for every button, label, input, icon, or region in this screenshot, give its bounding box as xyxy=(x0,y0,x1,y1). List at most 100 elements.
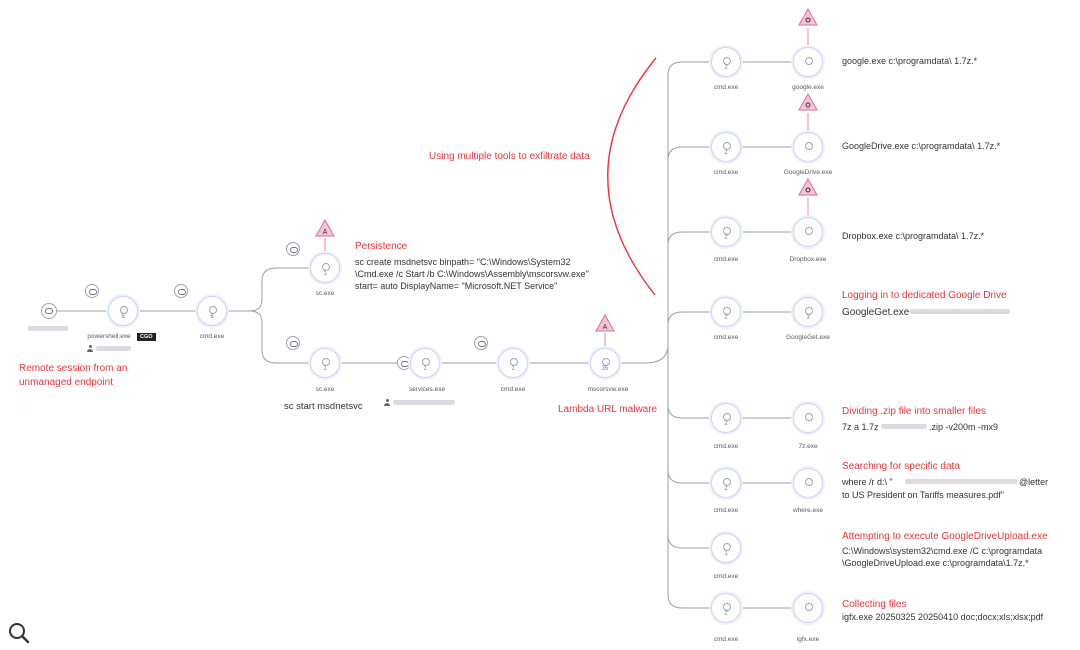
annotation-collect-command: igfx.exe 20250325 20250410 doc;docx;xls;… xyxy=(842,612,1044,622)
annotation-google-command: google.exe c:\programdata\ 1.7z.* xyxy=(842,56,978,66)
process-icon xyxy=(723,543,731,551)
node-label-googledrive: GoogleDrive.exe xyxy=(783,169,833,176)
edge-cmd-sc1 xyxy=(212,267,325,312)
process-icon xyxy=(723,57,731,65)
process-icon xyxy=(805,603,813,611)
process-icon xyxy=(602,358,610,366)
redacted-hostname xyxy=(28,326,68,331)
node-label-cmd: cmd.exe xyxy=(713,334,739,341)
process-node-dropbox[interactable] xyxy=(793,217,823,247)
redacted-query xyxy=(905,479,1017,484)
node-label-cmd: cmd.exe xyxy=(713,507,739,514)
cloud-icon[interactable] xyxy=(286,336,300,350)
annotation-collect-title: Collecting files xyxy=(842,599,907,610)
svg-text:A: A xyxy=(323,229,328,236)
process-icon xyxy=(120,306,128,314)
alert-icon[interactable]: A xyxy=(315,218,335,237)
annotation-login-command: GoogleGet.exe xyxy=(842,307,910,318)
annotation-login-title: Logging in to dedicated Google Drive xyxy=(842,290,1007,301)
annotation-persistence-command: sc create msdnetsvc binpath= "C:\Windows… xyxy=(355,257,589,292)
user-icon xyxy=(87,345,93,352)
process-node-cmd[interactable]: 6 xyxy=(197,296,227,326)
process-node-cmd[interactable]: 2 xyxy=(711,132,741,162)
process-node-cmd[interactable]: 2 xyxy=(711,47,741,77)
process-node-where[interactable] xyxy=(793,468,823,498)
process-node-cmd[interactable]: 1 xyxy=(498,348,528,378)
annotation-sc-start: sc start msdnetsvc xyxy=(284,401,363,412)
process-node-cmd[interactable]: 2 xyxy=(711,403,741,433)
cloud-icon[interactable] xyxy=(85,284,99,298)
process-icon xyxy=(723,413,731,421)
process-node-igfx[interactable] xyxy=(793,593,823,623)
process-node-cmd[interactable]: 2 xyxy=(711,297,741,327)
process-icon xyxy=(805,307,813,315)
node-label-cmd: cmd.exe xyxy=(713,636,739,643)
process-icon xyxy=(723,478,731,486)
process-node-7z[interactable] xyxy=(793,403,823,433)
process-node-googledrive[interactable] xyxy=(793,132,823,162)
node-label-7z: 7z.exe xyxy=(798,443,818,450)
process-node-sc[interactable]: 1 xyxy=(310,348,340,378)
cloud-icon[interactable] xyxy=(286,242,300,256)
svg-text:A: A xyxy=(603,324,608,331)
edge-branch-8 xyxy=(667,594,808,609)
annotation-search-command-a: where /r d:\ " xyxy=(842,477,893,487)
node-label-cmd: cmd.exe xyxy=(713,84,739,91)
process-node-sc[interactable]: 1 xyxy=(310,253,340,283)
process-node-cmd[interactable]: 2 xyxy=(711,217,741,247)
node-label-cmd: cmd.exe xyxy=(713,256,739,263)
process-node-googleget[interactable]: 3 xyxy=(793,297,823,327)
node-label-cmd: cmd.exe xyxy=(500,386,526,393)
annotation-search-command-c: to US President on Tariffs measures.pdf" xyxy=(842,490,1004,500)
alert-gear-icon[interactable] xyxy=(798,177,818,196)
ring-icon[interactable] xyxy=(474,336,488,350)
edge-branch-2 xyxy=(667,146,808,161)
edge-branch-4 xyxy=(667,311,808,326)
annotation-divide-command-a: 7z a 1.7z xyxy=(842,422,879,432)
edge-cmd-sc2 xyxy=(249,310,325,364)
annotation-exfiltrate: Using multiple tools to exfiltrate data xyxy=(429,151,590,162)
alert-gear-icon[interactable] xyxy=(798,92,818,111)
process-icon xyxy=(805,142,813,150)
node-label-where: where.exe xyxy=(793,507,823,514)
annotation-persistence-title: Persistence xyxy=(355,241,408,252)
process-icon xyxy=(510,358,518,366)
process-node-cmd[interactable]: 1 xyxy=(711,533,741,563)
process-node-services[interactable]: 1 xyxy=(410,348,440,378)
process-icon xyxy=(805,413,813,421)
plus-circle-icon[interactable] xyxy=(397,356,411,370)
process-icon xyxy=(805,57,813,65)
annotation-remote-session: Remote session from an unmanaged endpoin… xyxy=(19,363,128,388)
annotation-attempt-command: C:\Windows\system32\cmd.exe /C c:\progra… xyxy=(842,546,1043,569)
process-node-cmd[interactable]: 2 xyxy=(711,593,741,623)
alert-gear-icon[interactable] xyxy=(798,7,818,26)
node-label-cmd: cmd.exe xyxy=(713,573,739,580)
search-icon[interactable] xyxy=(6,620,32,646)
cloud-icon[interactable] xyxy=(174,284,188,298)
process-node-mscorsvw[interactable]: 35 xyxy=(590,348,620,378)
process-node-powershell[interactable]: 6 xyxy=(108,296,138,326)
process-icon xyxy=(723,227,731,235)
annotation-gdrive-command: GoogleDrive.exe c:\programdata\ 1.7z.* xyxy=(842,141,1001,151)
alert-icon[interactable]: A xyxy=(595,313,615,332)
redacted-user xyxy=(393,400,455,405)
redacted-filename xyxy=(881,424,927,429)
remote-session-icon[interactable] xyxy=(41,303,57,319)
process-node-cmd[interactable]: 2 xyxy=(711,468,741,498)
annotation-attempt-title: Attempting to execute GoogleDriveUpload.… xyxy=(842,531,1048,542)
annotation-search-command-b: @letter xyxy=(1019,477,1049,487)
redacted-credential xyxy=(910,309,1010,314)
annotation-search-title: Searching for specific data xyxy=(842,461,960,472)
process-icon xyxy=(422,358,430,366)
node-label-google: google.exe xyxy=(792,84,824,91)
node-label-cmd: cmd.exe xyxy=(199,333,225,340)
annotation-divide-title: Dividing .zip file into smaller files xyxy=(842,406,986,417)
edge-branch-6 xyxy=(667,469,808,484)
node-label-igfx: igfx.exe xyxy=(796,636,820,643)
annotation-lambda: Lambda URL malware xyxy=(558,404,658,415)
process-icon xyxy=(322,358,330,366)
node-label-sc: sc.exe xyxy=(315,386,335,393)
process-node-google[interactable] xyxy=(793,47,823,77)
node-label-dropbox: Dropbox.exe xyxy=(789,256,827,263)
